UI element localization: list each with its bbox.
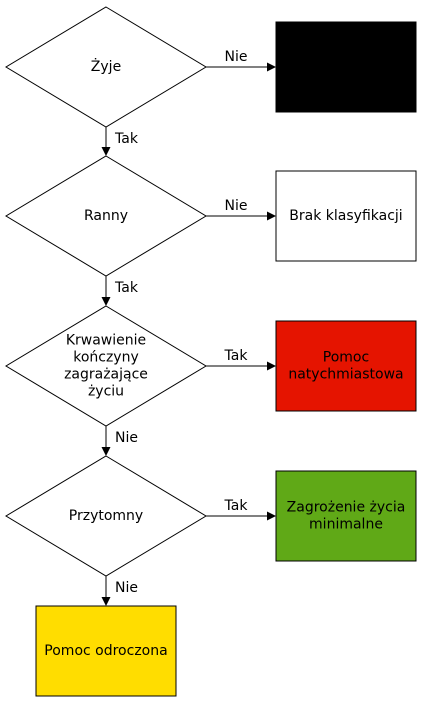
edge-label-przytomny-to-pomoc-odroczona: Nie bbox=[115, 580, 138, 596]
edge-zyje-to-denat bbox=[206, 62, 276, 72]
edge-przytomny-to-pomoc-odroczona bbox=[101, 576, 111, 606]
edge-label-ranny-to-krwawienie: Tak bbox=[114, 280, 139, 296]
outcome-box bbox=[275, 170, 417, 262]
decision-przytomny-label-line-1: Przytomny bbox=[69, 508, 143, 524]
edge-krwawienie-to-pomoc-natychmiastowa bbox=[206, 361, 276, 371]
outcome-brak-klasyfikacji-label-line-1: Brak klasyfikacji bbox=[289, 208, 402, 224]
outcome-pomoc-natychmiastowa-label-line-2: natychmiastowa bbox=[288, 367, 403, 383]
arrow-head bbox=[267, 62, 276, 72]
decision-krwawienie-label-line-4: życiu bbox=[88, 384, 124, 400]
edge-ranny-to-krwawienie bbox=[101, 276, 111, 306]
arrow-head bbox=[267, 361, 276, 371]
arrow-head bbox=[101, 147, 111, 156]
outcome-box bbox=[275, 21, 417, 113]
outcome-box bbox=[275, 470, 417, 562]
decision-krwawienie-label-line-2: kończyny bbox=[73, 350, 139, 366]
edge-krwawienie-to-przytomny bbox=[101, 426, 111, 456]
decision-zyje-label-line-1: Żyje bbox=[91, 57, 121, 75]
decision-krwawienie-label-line-3: zagrażające bbox=[64, 367, 148, 383]
decision-diamond bbox=[5, 305, 207, 427]
outcome-denat: Denat bbox=[275, 21, 417, 113]
outcome-box bbox=[35, 605, 177, 697]
edge-label-przytomny-to-zagrozenie-minimalne: Tak bbox=[224, 498, 249, 514]
outcome-brak-klasyfikacji: Brak klasyfikacji bbox=[275, 170, 417, 262]
edge-label-zyje-to-ranny: Tak bbox=[114, 131, 139, 147]
edge-ranny-to-brak-klasyfikacji bbox=[206, 211, 276, 221]
decision-przytomny: Przytomny bbox=[5, 455, 207, 577]
decision-krwawienie-label-line-1: Krwawienie bbox=[66, 333, 146, 349]
outcome-pomoc-natychmiastowa-label-line-1: Pomoc bbox=[323, 350, 369, 366]
edges-layer bbox=[101, 62, 276, 606]
decision-ranny-label-line-1: Ranny bbox=[84, 208, 128, 224]
decision-zyje: Żyje bbox=[5, 6, 207, 128]
outcome-pomoc-odroczona-label-line-1: Pomoc odroczona bbox=[44, 643, 167, 659]
decision-diamond bbox=[5, 155, 207, 277]
decision-diamond bbox=[5, 6, 207, 128]
edge-zyje-to-ranny bbox=[101, 127, 111, 156]
edge-label-ranny-to-brak-klasyfikacji: Nie bbox=[225, 198, 248, 214]
nodes-layer: ŻyjeRannyKrwawieniekończynyzagrażająceży… bbox=[5, 6, 417, 697]
outcome-box bbox=[275, 320, 417, 412]
arrow-head bbox=[267, 511, 276, 521]
outcome-zagrozenie-minimalne-label-line-2: minimalne bbox=[309, 517, 383, 533]
outcome-pomoc-odroczona: Pomoc odroczona bbox=[35, 605, 177, 697]
arrow-head bbox=[101, 447, 111, 456]
decision-diamond bbox=[5, 455, 207, 577]
decision-ranny: Ranny bbox=[5, 155, 207, 277]
edge-label-krwawienie-to-przytomny: Nie bbox=[115, 430, 138, 446]
edge-label-zyje-to-denat: Nie bbox=[225, 49, 248, 65]
edge-label-krwawienie-to-pomoc-natychmiastowa: Tak bbox=[224, 348, 249, 364]
edge-przytomny-to-zagrozenie-minimalne bbox=[206, 511, 276, 521]
arrow-head bbox=[101, 297, 111, 306]
arrow-head bbox=[101, 597, 111, 606]
outcome-denat-label-line-1: Denat bbox=[325, 59, 368, 75]
outcome-zagrozenie-minimalne-label-line-1: Zagrożenie życia bbox=[287, 500, 406, 516]
arrow-head bbox=[267, 211, 276, 221]
